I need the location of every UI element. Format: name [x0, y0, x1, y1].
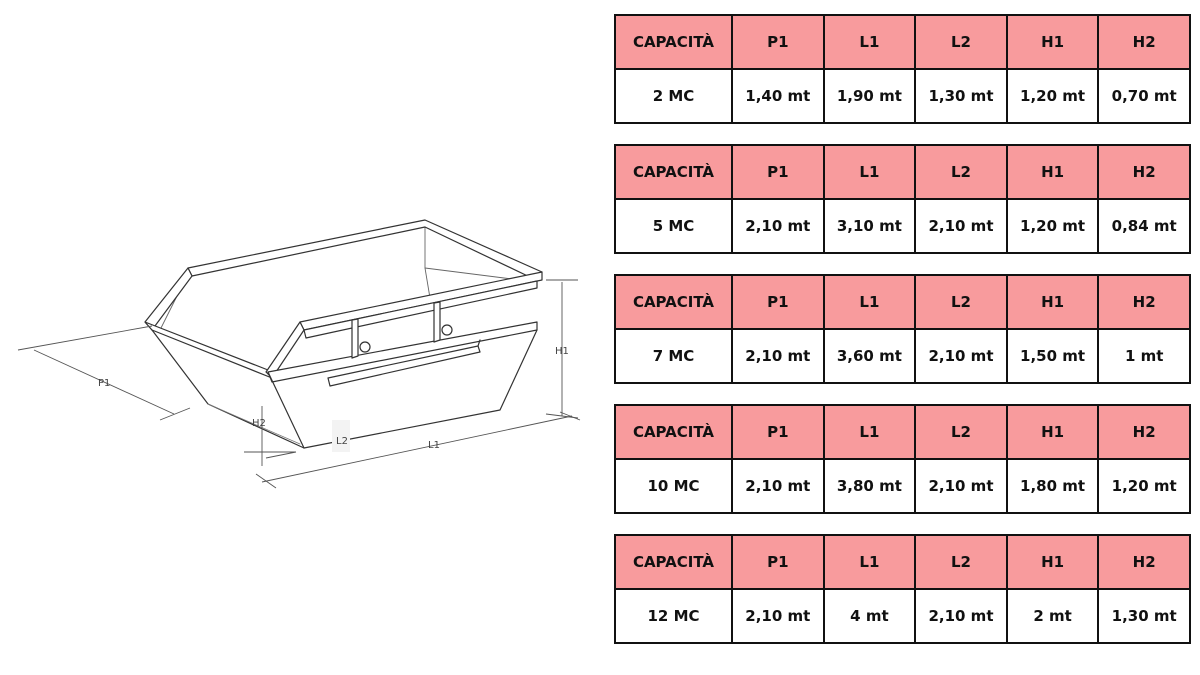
header-p1: P1	[731, 14, 825, 70]
capacity-table-5mc: CAPACITÀ P1 L1 L2 H1 H2 5 MC 2,10 mt 3,1…	[614, 144, 1191, 254]
header-l2: L2	[914, 144, 1008, 200]
header-h2: H2	[1097, 274, 1191, 330]
table-header-row: CAPACITÀ P1 L1 L2 H1 H2	[614, 144, 1191, 200]
label-h1: H1	[555, 346, 569, 357]
header-l2: L2	[914, 404, 1008, 460]
value-h2: 1,20 mt	[1097, 458, 1191, 514]
table-row: 7 MC 2,10 mt 3,60 mt 2,10 mt 1,50 mt 1 m…	[614, 328, 1191, 384]
value-capacity: 12 MC	[614, 588, 733, 644]
value-capacity: 5 MC	[614, 198, 733, 254]
capacity-table-10mc: CAPACITÀ P1 L1 L2 H1 H2 10 MC 2,10 mt 3,…	[614, 404, 1191, 514]
value-capacity: 7 MC	[614, 328, 733, 384]
value-l2: 2,10 mt	[914, 458, 1008, 514]
value-l2: 2,10 mt	[914, 198, 1008, 254]
value-p1: 2,10 mt	[731, 588, 825, 644]
header-h2: H2	[1097, 144, 1191, 200]
header-h1: H1	[1005, 14, 1100, 70]
header-l1: L1	[822, 534, 917, 590]
table-row: 10 MC 2,10 mt 3,80 mt 2,10 mt 1,80 mt 1,…	[614, 458, 1191, 514]
header-h2: H2	[1097, 534, 1191, 590]
value-h1: 2 mt	[1005, 588, 1100, 644]
header-p1: P1	[731, 274, 825, 330]
header-h1: H1	[1005, 274, 1100, 330]
value-l2: 2,10 mt	[914, 328, 1008, 384]
value-h2: 0,84 mt	[1097, 198, 1191, 254]
value-capacity: 2 MC	[614, 68, 733, 124]
table-header-row: CAPACITÀ P1 L1 L2 H1 H2	[614, 404, 1191, 460]
label-p1: P1	[98, 378, 110, 389]
header-p1: P1	[731, 144, 825, 200]
label-h2: H2	[252, 418, 266, 429]
label-l1: L1	[428, 440, 440, 451]
table-row: 5 MC 2,10 mt 3,10 mt 2,10 mt 1,20 mt 0,8…	[614, 198, 1191, 254]
value-h1: 1,50 mt	[1005, 328, 1100, 384]
capacity-table-12mc: CAPACITÀ P1 L1 L2 H1 H2 12 MC 2,10 mt 4 …	[614, 534, 1191, 644]
header-h1: H1	[1005, 144, 1100, 200]
header-h2: H2	[1097, 404, 1191, 460]
header-capacity: CAPACITÀ	[614, 14, 733, 70]
table-row: 12 MC 2,10 mt 4 mt 2,10 mt 2 mt 1,30 mt	[614, 588, 1191, 644]
value-l1: 4 mt	[822, 588, 917, 644]
header-l1: L1	[822, 404, 917, 460]
value-h1: 1,20 mt	[1005, 198, 1100, 254]
capacity-table-2mc: CAPACITÀ P1 L1 L2 H1 H2 2 MC 1,40 mt 1,9…	[614, 14, 1191, 124]
value-l1: 3,10 mt	[822, 198, 917, 254]
header-l2: L2	[914, 14, 1008, 70]
value-h1: 1,20 mt	[1005, 68, 1100, 124]
value-l2: 2,10 mt	[914, 588, 1008, 644]
value-p1: 2,10 mt	[731, 458, 825, 514]
header-l1: L1	[822, 144, 917, 200]
header-capacity: CAPACITÀ	[614, 534, 733, 590]
header-h2: H2	[1097, 14, 1191, 70]
value-p1: 1,40 mt	[731, 68, 825, 124]
value-p1: 2,10 mt	[731, 198, 825, 254]
table-header-row: CAPACITÀ P1 L1 L2 H1 H2	[614, 14, 1191, 70]
value-l1: 3,80 mt	[822, 458, 917, 514]
value-capacity: 10 MC	[614, 458, 733, 514]
label-l2: L2	[336, 436, 348, 447]
header-l2: L2	[914, 534, 1008, 590]
value-h1: 1,80 mt	[1005, 458, 1100, 514]
value-l1: 1,90 mt	[822, 68, 917, 124]
header-capacity: CAPACITÀ	[614, 144, 733, 200]
header-l2: L2	[914, 274, 1008, 330]
header-capacity: CAPACITÀ	[614, 274, 733, 330]
header-h1: H1	[1005, 534, 1100, 590]
header-p1: P1	[731, 404, 825, 460]
table-header-row: CAPACITÀ P1 L1 L2 H1 H2	[614, 534, 1191, 590]
value-l2: 1,30 mt	[914, 68, 1008, 124]
value-p1: 2,10 mt	[731, 328, 825, 384]
header-l1: L1	[822, 14, 917, 70]
table-header-row: CAPACITÀ P1 L1 L2 H1 H2	[614, 274, 1191, 330]
skip-container-diagram: P1 H1 H2 L2 L1	[17, 219, 581, 489]
skip-container-drawing: P1 H1 H2 L2 L1	[17, 219, 581, 489]
header-p1: P1	[731, 534, 825, 590]
capacity-tables: CAPACITÀ P1 L1 L2 H1 H2 2 MC 1,40 mt 1,9…	[614, 14, 1191, 664]
value-l1: 3,60 mt	[822, 328, 917, 384]
value-h2: 1 mt	[1097, 328, 1191, 384]
header-l1: L1	[822, 274, 917, 330]
table-row: 2 MC 1,40 mt 1,90 mt 1,30 mt 1,20 mt 0,7…	[614, 68, 1191, 124]
value-h2: 1,30 mt	[1097, 588, 1191, 644]
header-capacity: CAPACITÀ	[614, 404, 733, 460]
value-h2: 0,70 mt	[1097, 68, 1191, 124]
header-h1: H1	[1005, 404, 1100, 460]
capacity-table-7mc: CAPACITÀ P1 L1 L2 H1 H2 7 MC 2,10 mt 3,6…	[614, 274, 1191, 384]
